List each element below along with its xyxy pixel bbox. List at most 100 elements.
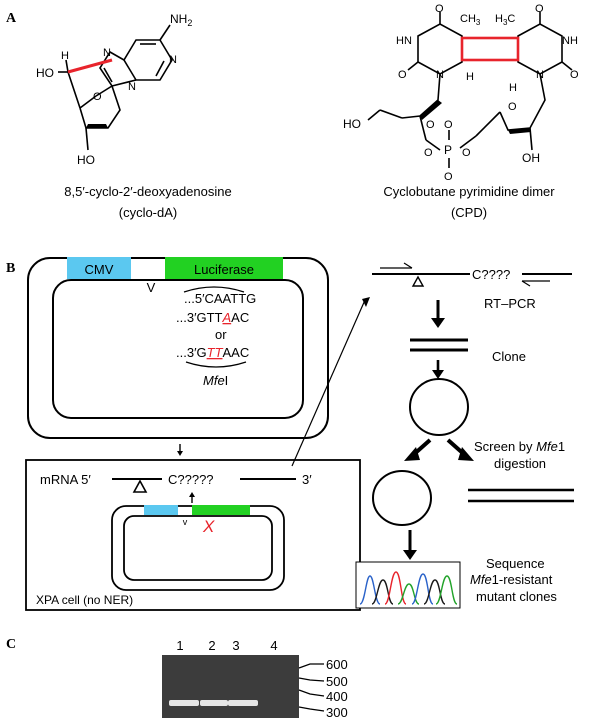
cell-plasmid-inner	[123, 515, 273, 581]
cpd-hn-left: HN	[396, 35, 412, 47]
n-atom-1: N	[169, 54, 177, 66]
seq-cpd-strand: ...3′GTTAAC	[176, 345, 249, 360]
panel-b-label: B	[6, 261, 15, 276]
marker-500: 500	[326, 674, 348, 689]
cdna-lesion-triangle	[411, 275, 425, 287]
transfect-arrow-head	[177, 451, 183, 456]
insert-v-mark: V	[147, 280, 156, 295]
cpd-o-bridge-1: O	[426, 119, 435, 131]
n-atom-2: N	[128, 81, 136, 93]
sequence-label-2: Mfe1-resistant	[470, 572, 553, 587]
cpd-o-phos-bottom: O	[444, 171, 453, 183]
x-mutation-mark: X	[202, 517, 215, 536]
cpd-o-left: O	[398, 69, 407, 81]
cpd-ho-5: HO	[343, 117, 361, 131]
sequence-label-3: mutant clones	[476, 589, 557, 604]
primer-rev-head	[521, 280, 531, 287]
cpd-p-atom: P	[444, 143, 452, 157]
mfe-site-label: MfeI	[203, 373, 228, 388]
sequencing-chromatogram	[355, 561, 461, 609]
cpd-h-right: H	[509, 82, 517, 94]
panel-a-label: A	[6, 11, 17, 26]
marker-ticks	[298, 663, 325, 712]
cpd-h-left: H	[466, 71, 474, 83]
split-arrow-right-head	[458, 447, 474, 461]
plasmid-inner	[52, 279, 304, 419]
screen-label-2: digestion	[494, 456, 546, 471]
mrna-lesion-triangle	[132, 479, 148, 493]
clone-label: Clone	[492, 349, 526, 364]
cpd-ch3-left: CH3	[460, 13, 481, 27]
cpd-o-phos-right: O	[462, 147, 471, 159]
cpd-h3c-right: H3C	[495, 13, 515, 27]
split-arrow-left-head	[404, 447, 420, 461]
band-lane-2	[200, 700, 228, 706]
cpd-n-left: N	[436, 69, 444, 81]
cell-v-mark: v	[183, 517, 188, 527]
transcribe-arrow-head	[189, 492, 195, 497]
marker-400: 400	[326, 689, 348, 704]
seq-or: or	[215, 327, 227, 342]
band-lane-1	[169, 700, 199, 706]
h-atom: H	[61, 50, 69, 62]
cpd-o-right: O	[570, 69, 579, 81]
lane-label-1: 1	[176, 638, 183, 653]
mrna-3prime: 3′	[302, 472, 312, 487]
cpd-wedge-right	[508, 128, 531, 134]
cyclo-da-structure	[58, 24, 173, 151]
cell-cmv-box	[144, 505, 178, 515]
n-atom-3: N	[103, 47, 111, 59]
diagonal-arrow-head	[362, 297, 370, 307]
seq-top-strand: ...5′CAATTG	[184, 291, 256, 306]
cpd-nh-right: NH	[562, 35, 578, 47]
cell-luciferase-box	[192, 505, 250, 515]
cell-plasmid-outer	[111, 505, 285, 591]
nh2-atom: NH2	[170, 12, 192, 28]
panel-c-label: C	[6, 637, 16, 652]
cdna-seq: C????	[472, 267, 510, 282]
rtpcr-label: RT–PCR	[484, 296, 536, 311]
cpd-o-top-left: O	[435, 3, 444, 15]
cpd-n-right: N	[536, 69, 544, 81]
xpa-cell-label: XPA cell (no NER)	[36, 593, 133, 607]
cmv-label: CMV	[85, 262, 114, 277]
lane-label-2: 2	[208, 638, 215, 653]
arrow-to-seq-head	[403, 550, 417, 560]
ho-5-atom: HO	[36, 66, 54, 80]
screen-label-1: Screen by Mfe1	[474, 439, 565, 454]
mfe-bracket	[185, 361, 247, 368]
cpd-o-ring-right: O	[508, 101, 517, 113]
marker-300: 300	[326, 705, 348, 720]
cpd-wedge-left	[420, 100, 442, 120]
cpd-oh-3: OH	[522, 151, 540, 165]
mrna-seq: C?????	[168, 472, 214, 487]
gel-image	[162, 655, 299, 718]
marker-600: 600	[326, 657, 348, 672]
sequence-label-1: Sequence	[486, 556, 545, 571]
resistant-plasmid-circle	[372, 470, 432, 526]
luciferase-box	[165, 257, 283, 279]
cmv-box	[67, 257, 131, 279]
sugar-wedge	[86, 124, 108, 128]
cpd-o-phos-top: O	[444, 119, 453, 131]
diagonal-arrow-line	[291, 299, 366, 467]
lane-label-4: 4	[270, 638, 277, 653]
primer-fwd-head	[403, 262, 413, 269]
clone-plasmid-circle	[409, 378, 469, 436]
luciferase-label: Luciferase	[194, 262, 254, 277]
ho-3-atom: HO	[77, 153, 95, 167]
cpd-o-top-right: O	[535, 3, 544, 15]
arrow-to-plasmid-head	[432, 370, 444, 379]
cpd-o-phos-left: O	[424, 147, 433, 159]
xpa-cell-box	[25, 459, 361, 611]
seq-dA-strand: ...3′GTTAAC	[176, 310, 249, 325]
cyclo-bond-red	[67, 58, 113, 74]
insert-bracket	[183, 286, 245, 293]
lane-label-3: 3	[232, 638, 239, 653]
o-ring-atom: O	[93, 91, 102, 103]
cyclo-da-abbrev: (cyclo-dA)	[119, 205, 178, 220]
arrow-to-clone-head	[431, 318, 445, 328]
cpd-cyclobutane-red	[460, 36, 520, 62]
cyclo-da-name: 8,5′-cyclo-2′-deoxyadenosine	[64, 184, 231, 199]
